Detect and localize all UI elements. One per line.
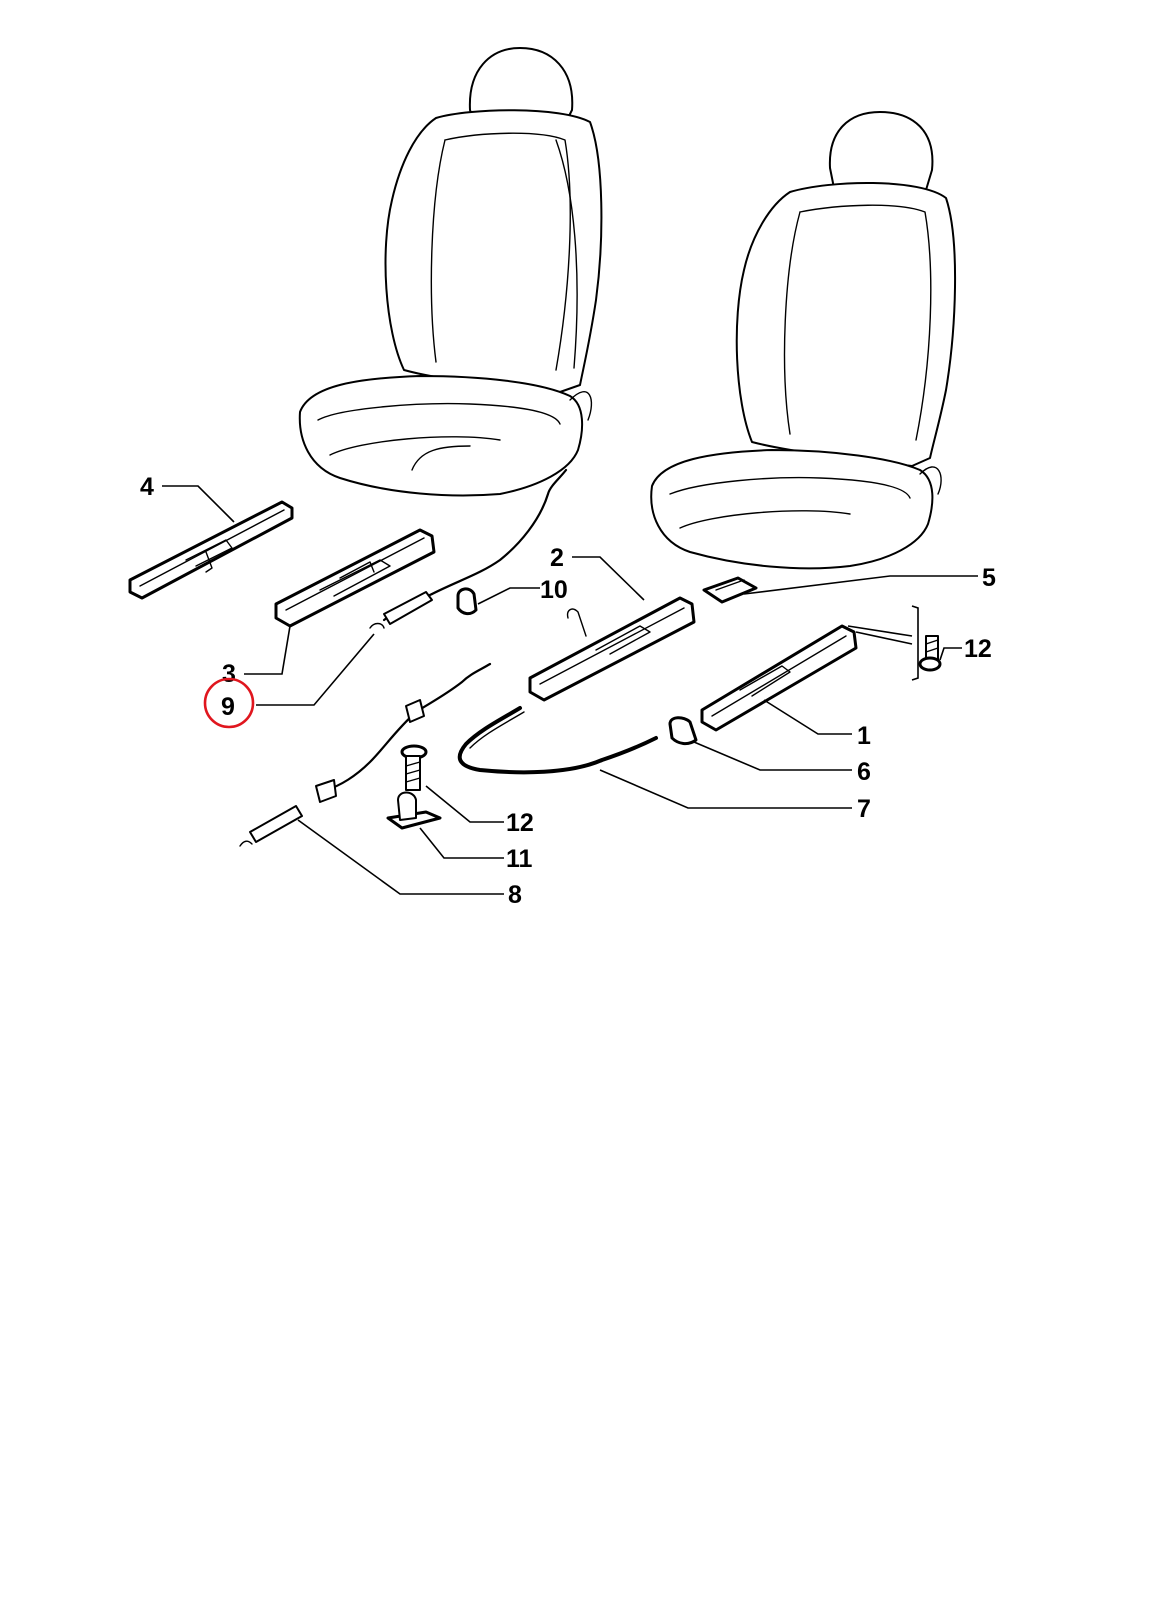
- part-5-rail-clip: [702, 576, 758, 604]
- callout-9: 9: [221, 693, 235, 721]
- part-3-seat-rail: [274, 528, 436, 628]
- part-8-release-cable: [239, 662, 492, 847]
- callout-12-right: 12: [964, 635, 992, 663]
- part-4-seat-rail: [128, 500, 294, 600]
- right-seat: [650, 111, 957, 570]
- callout-10: 10: [540, 576, 568, 604]
- callout-9-highlight-ring: [203, 677, 255, 729]
- part-11-bracket: [386, 791, 442, 830]
- callout-3: 3: [222, 660, 236, 688]
- part-12-bolt-center: [400, 744, 428, 791]
- part-9-release-cable: [369, 468, 568, 629]
- part-12-bolt-right: [918, 635, 942, 672]
- leader-lines: [162, 485, 978, 895]
- callout-8: 8: [508, 881, 522, 909]
- callout-5: 5: [982, 564, 996, 592]
- callout-6: 6: [857, 758, 871, 786]
- callout-12-center: 12: [506, 809, 534, 837]
- callout-1: 1: [857, 722, 871, 750]
- part-6-clip: [668, 716, 698, 746]
- callout-7: 7: [857, 795, 871, 823]
- callout-4: 4: [140, 473, 154, 501]
- part-1-seat-rail: [700, 624, 858, 732]
- callout-11: 11: [506, 845, 533, 873]
- part-10-cable-clip: [456, 587, 478, 616]
- part-2-seat-rail: [528, 596, 696, 702]
- part-7-connecting-tube: [457, 706, 658, 775]
- callout-2: 2: [550, 544, 564, 572]
- left-seat: [298, 47, 603, 497]
- callouts: 4 2 10 5 12 3 9 1 6 7 12 11 8: [140, 473, 996, 909]
